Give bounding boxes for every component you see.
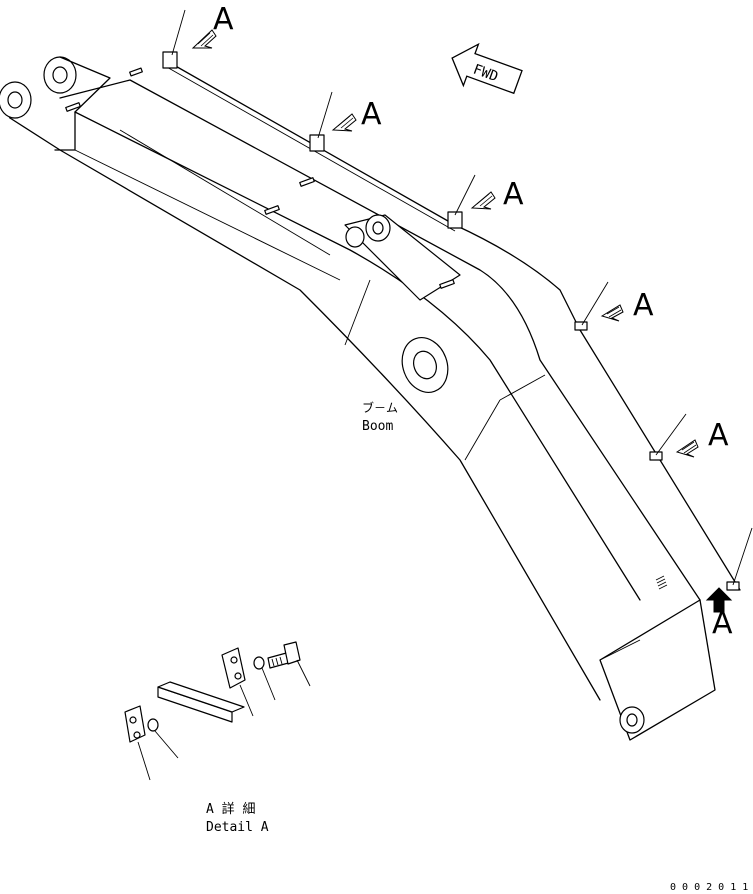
side-panel-line xyxy=(74,149,341,281)
pipe-line xyxy=(164,59,741,591)
boss-inner xyxy=(413,350,437,380)
detail-a xyxy=(124,641,311,781)
callout-a-6: A xyxy=(712,606,733,641)
arm-end-seam xyxy=(599,639,641,661)
arm-pin-hole xyxy=(626,713,638,727)
detail-bar-top xyxy=(157,681,245,713)
boom-body xyxy=(0,56,716,741)
stay-2 xyxy=(299,177,315,187)
plate-seam-3 xyxy=(499,374,546,401)
plate-seam-1 xyxy=(344,279,371,346)
view-arrow-5 xyxy=(675,439,699,458)
detail-washer xyxy=(253,656,265,670)
clamp-2 xyxy=(309,134,325,152)
boom-top-inner-edge xyxy=(74,111,641,601)
detail-bolt-head xyxy=(283,641,301,665)
plate-seam-2 xyxy=(464,399,501,461)
clamp-5 xyxy=(649,451,663,461)
stay-5 xyxy=(65,102,81,112)
detail-leader-washer xyxy=(261,667,276,701)
leader-3 xyxy=(454,174,476,216)
serial-plate xyxy=(655,575,668,590)
clamp-1 xyxy=(162,51,178,69)
detail-leader-lower xyxy=(137,741,151,781)
fwd-arrow: FWD xyxy=(451,42,523,95)
boom-bottom-edge xyxy=(9,117,601,701)
callout-a-4: A xyxy=(633,288,654,323)
clamp-6 xyxy=(726,581,740,591)
boom-top-edge xyxy=(59,79,701,601)
detail-washer-2 xyxy=(147,718,159,732)
callout-a-5: A xyxy=(708,418,729,453)
bracket-pin-boss-2 xyxy=(345,226,365,248)
view-arrow-2 xyxy=(331,113,357,132)
leader-2 xyxy=(317,91,333,139)
callout-a-3: A xyxy=(503,177,524,212)
detail-label-jp: A 詳 細 xyxy=(206,801,255,817)
part-label-en: Boom xyxy=(362,419,393,434)
foot-bracket xyxy=(59,56,111,113)
leader-5 xyxy=(655,413,687,456)
clamp-4 xyxy=(574,321,588,331)
callout-a-2: A xyxy=(361,97,382,132)
view-arrow-1 xyxy=(191,29,217,49)
detail-label-en: Detail A xyxy=(206,820,269,835)
leader-6 xyxy=(732,527,753,586)
bracket-pin-hole xyxy=(372,221,384,235)
view-arrow-4 xyxy=(600,304,624,322)
detail-leader-bolt xyxy=(296,659,311,687)
leader-1 xyxy=(171,9,186,56)
view-arrow-3 xyxy=(470,191,496,210)
stay-4 xyxy=(439,279,455,289)
detail-leader-upper xyxy=(239,684,254,717)
detail-leader-washer2 xyxy=(154,730,179,759)
view-arrow-6 xyxy=(705,587,733,613)
detail-upper-clamp xyxy=(221,647,246,689)
foot-pin-hole-2 xyxy=(7,91,23,109)
drawing-number: 0 0 0 2 0 1 1 3 xyxy=(670,882,753,893)
foot-pin-hole-1 xyxy=(52,66,68,84)
boom-arm-end xyxy=(599,599,716,741)
callout-a-1: A xyxy=(213,2,234,37)
clamp-3 xyxy=(447,211,463,229)
leader-4 xyxy=(581,281,609,326)
part-label-jp: ブ－ム xyxy=(362,400,398,415)
top-plate-line xyxy=(119,129,331,256)
stay-3 xyxy=(264,205,280,215)
stay-1 xyxy=(129,67,143,77)
boom-foot-corner xyxy=(54,111,76,151)
detail-lower-clamp xyxy=(124,705,146,743)
